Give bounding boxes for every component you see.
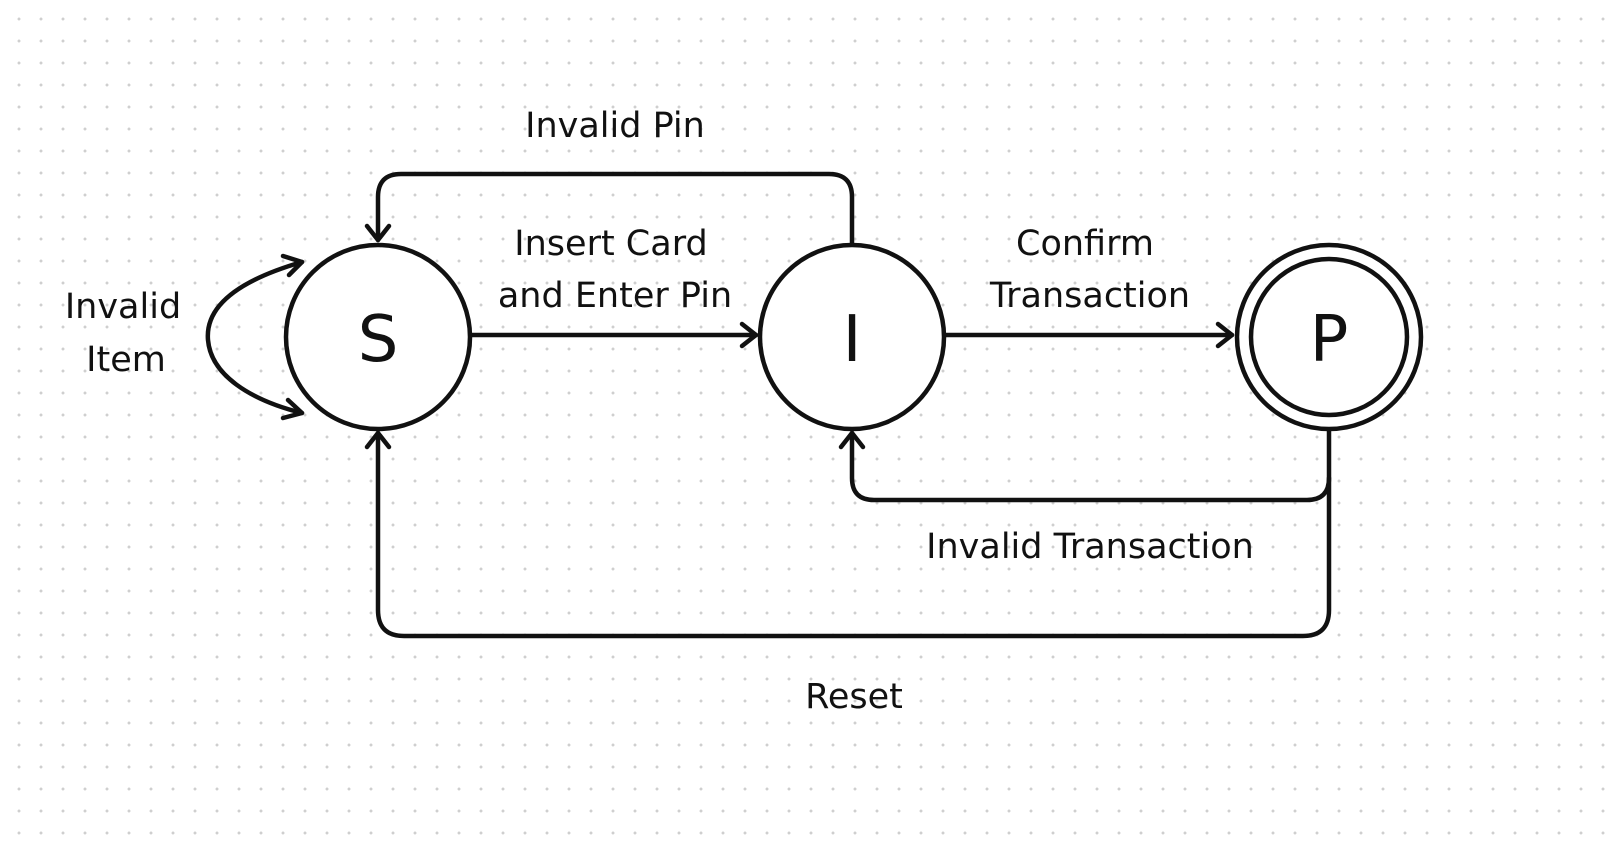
state-p-label: P [1310,303,1349,377]
arrowhead-p-to-i [838,430,866,450]
arrowhead-s-to-i [739,321,759,349]
state-p-inner-circle [1248,256,1410,418]
state-s-label: S [358,303,399,377]
arrowhead-i-to-p [1215,321,1235,349]
label-invalid-transaction: Invalid Transaction [926,527,1254,567]
arrowhead-i-to-s [364,223,392,243]
arrowhead-p-to-s [364,430,392,450]
state-p: P [1234,242,1424,432]
transition-p-to-i [838,417,1332,503]
transition-p-to-s [364,430,1332,639]
transition-i-to-p [942,321,1235,349]
label-invalid-pin: Invalid Pin [525,106,705,146]
arrowhead-s-self-bottom [280,397,305,421]
edge-p-to-s [375,430,1332,639]
edge-s-self-loop [205,259,305,416]
state-i-label: I [843,303,862,377]
state-i: I [757,242,947,432]
state-i-circle [757,242,947,432]
transition-i-to-s [364,171,855,247]
edge-p-to-i [849,417,1332,503]
arrowhead-s-self-top [280,253,305,278]
state-s: S [283,242,473,432]
state-s-circle [283,242,473,432]
edge-i-to-s [375,171,855,247]
label-confirm-line1: Confirm [1016,224,1154,264]
label-invalid-item-line2: Item [86,340,166,380]
transition-s-to-i [469,321,759,349]
label-insert-card-line2: and Enter Pin [498,276,732,316]
label-insert-card-line1: Insert Card [514,224,707,264]
label-confirm-line2: Transaction [989,276,1190,316]
label-invalid-item-line1: Invalid [65,287,181,327]
transition-s-self [205,253,305,421]
label-reset: Reset [805,677,903,717]
